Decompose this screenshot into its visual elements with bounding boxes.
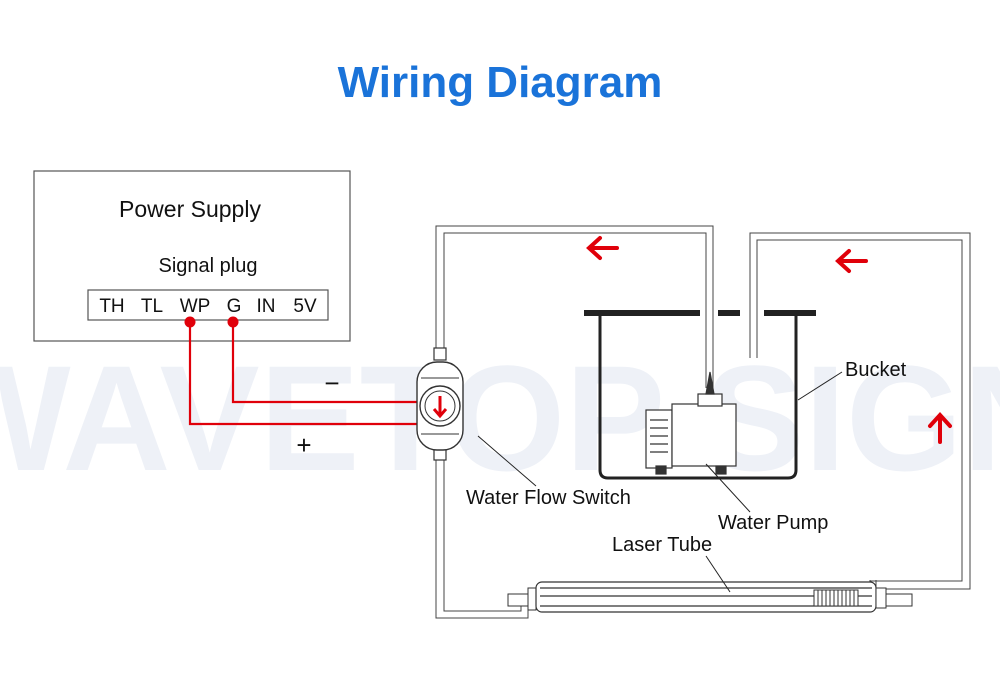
pin-in: IN (257, 296, 276, 317)
bucket-label: Bucket (845, 359, 907, 381)
flow-switch-down-arrow-icon (432, 396, 448, 419)
flow-arrow-up-icon (928, 412, 952, 444)
power-supply-box: Power Supply Signal plug TH TL WP G IN 5… (33, 170, 351, 342)
pin-th: TH (99, 296, 124, 317)
pin-tl: TL (141, 296, 163, 317)
page-title: Wiring Diagram (338, 58, 663, 107)
pin-wp: WP (180, 296, 211, 317)
wp-connection-dot (184, 316, 196, 328)
bucket (584, 310, 816, 480)
negative-wire (231, 322, 420, 404)
signal-plug-label: Signal plug (159, 255, 258, 277)
water-flow-switch-label: Water Flow Switch (466, 487, 631, 509)
water-pump-label: Water Pump (718, 512, 828, 534)
flow-arrow-left-icon (586, 236, 619, 260)
laser-tube-label: Laser Tube (612, 534, 712, 556)
positive-sign: + (296, 430, 311, 460)
signal-plug-connector (87, 289, 329, 321)
pin-5v: 5V (293, 296, 317, 317)
flow-arrow-left-icon (835, 249, 868, 273)
power-supply-title: Power Supply (119, 196, 261, 222)
signal-wires (188, 322, 420, 426)
positive-wire (188, 322, 420, 426)
water-flow-switch (416, 347, 464, 461)
laser-tube (507, 581, 913, 613)
water-pump (645, 371, 737, 475)
leader-lines (477, 371, 843, 593)
g-connection-dot (227, 316, 239, 328)
negative-sign: − (324, 368, 339, 398)
pin-g: G (227, 296, 242, 317)
water-pipes (435, 225, 971, 619)
watermark-text: WAVETOP SIGN (0, 334, 1000, 502)
